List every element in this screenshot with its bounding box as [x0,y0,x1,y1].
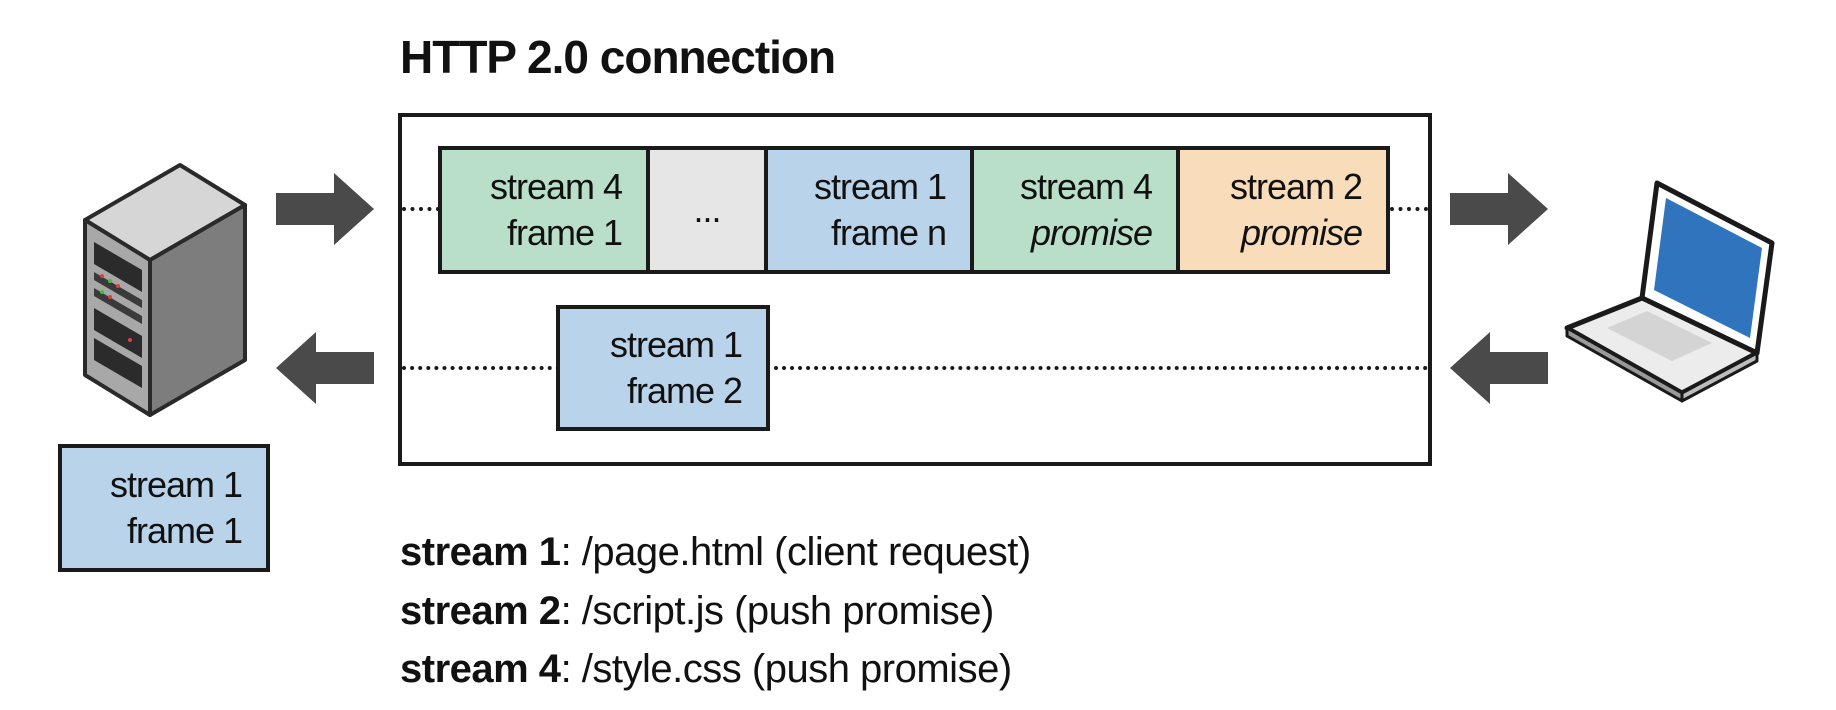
frame-label: promise [1240,212,1363,253]
top-stream-line [1390,207,1428,211]
frame-stream4-frame1: stream 4 frame 1 [438,146,650,274]
top-stream-line [402,207,440,211]
frame-stream1-framen: stream 1 frame n [764,146,974,274]
laptop-icon [1564,180,1775,403]
legend-stream: stream 4 [400,647,561,691]
arrow-left-icon [1450,332,1548,404]
frame-label: stream 1 [609,324,743,365]
frame-label: stream 4 [489,166,623,207]
server-frame-stream1-frame1: stream 1 frame 1 [58,444,270,572]
diagram-title: HTTP 2.0 connection [400,31,836,83]
frame-label: stream 2 [1229,166,1363,207]
legend-stream: stream 2 [400,589,561,633]
frame-label: stream 4 [1019,166,1153,207]
frame-stream2-promise: stream 2 promise [1176,146,1390,274]
connection-box [398,113,1432,466]
frame-label: ... [693,189,721,230]
frame-label: promise [1030,212,1153,253]
bottom-stream-line [402,366,560,370]
frame-stream1-frame2: stream 1 frame 2 [556,305,770,431]
legend-item: stream 1: /page.html (client request) [400,530,1031,575]
legend-desc: : /page.html (client request) [560,530,1032,574]
bottom-stream-line [766,366,1428,370]
arrow-right-icon [1450,173,1548,245]
frame-stream4-promise: stream 4 promise [970,146,1180,274]
server-icon [83,163,247,417]
frame-ellipsis: ... [646,146,768,274]
frame-label: frame 1 [506,212,623,253]
legend-item: stream 4: /style.css (push promise) [400,647,1012,692]
arrow-left-icon [276,332,374,404]
frame-label: frame n [830,212,947,253]
frame-label: frame 1 [126,510,243,551]
arrow-right-icon [276,173,374,245]
legend-stream: stream 1 [400,530,561,574]
legend-item: stream 2: /script.js (push promise) [400,589,994,634]
legend-desc: : /style.css (push promise) [560,647,1013,691]
frame-label: frame 2 [626,370,743,411]
frame-label: stream 1 [813,166,947,207]
legend-desc: : /script.js (push promise) [560,589,995,633]
frame-label: stream 1 [109,464,243,505]
